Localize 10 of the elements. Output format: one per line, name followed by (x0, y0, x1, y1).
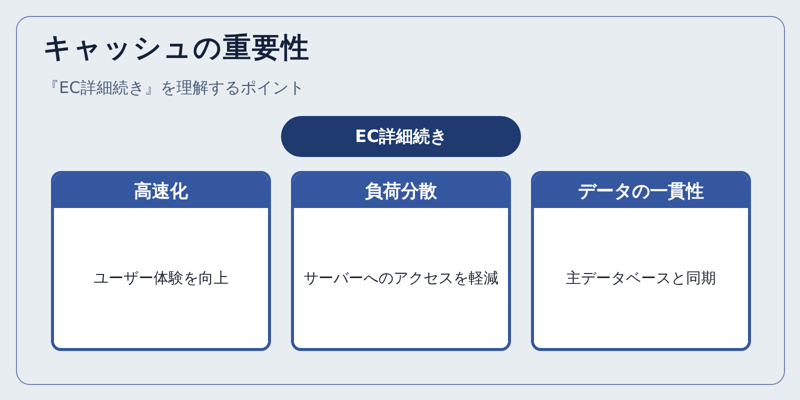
card (291, 171, 511, 351)
subtitle: 『EC詳細続き』を理解するポイント (43, 78, 304, 99)
card-header: データの一貫性 (534, 174, 748, 208)
pill: EC詳細続き (281, 116, 521, 157)
panel (16, 16, 785, 385)
card-header: 高速化 (54, 174, 268, 208)
title: キャッシュの重要性 (43, 30, 310, 66)
card (51, 171, 271, 351)
card (531, 171, 751, 351)
card-header: 負荷分散 (294, 174, 508, 208)
